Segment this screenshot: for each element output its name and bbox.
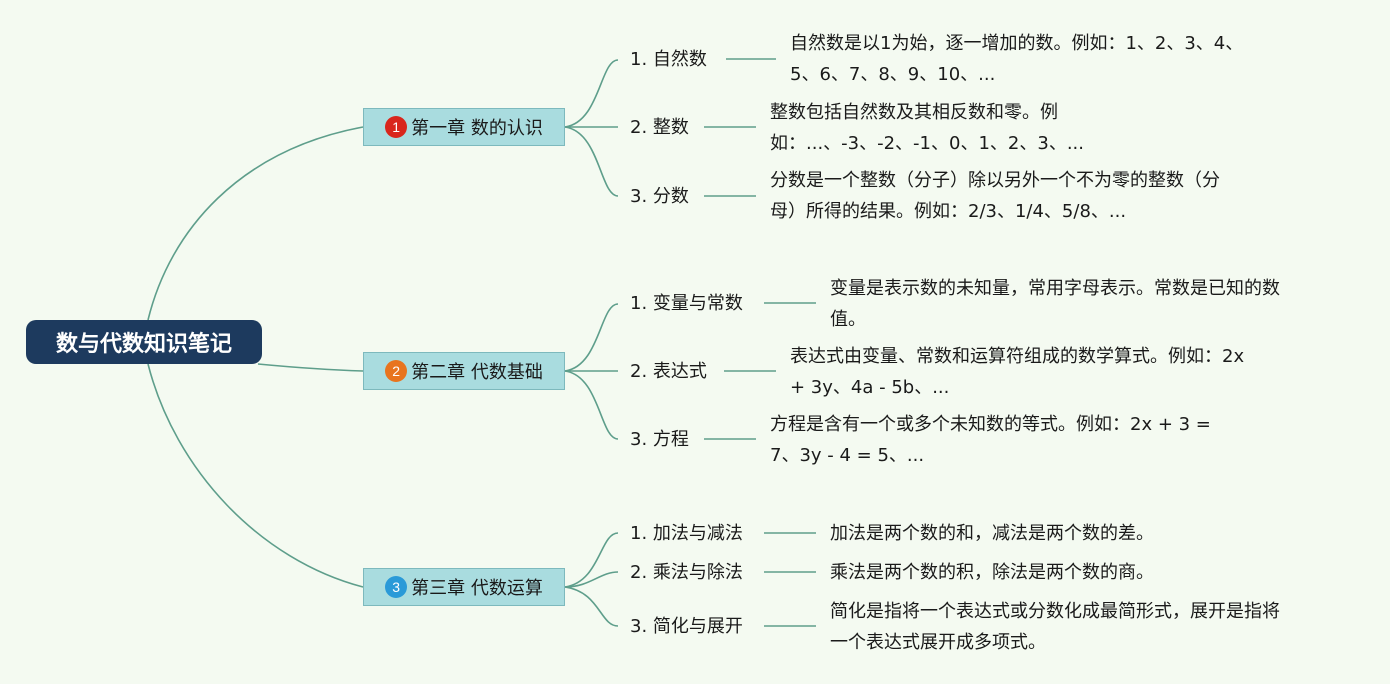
desc-line: 自然数是以1为始，逐一增加的数。例如：1、2、3、4、 (790, 33, 1244, 54)
chapter-1-topic-3-desc: 分数是一个整数（分子）除以另外一个不为零的整数（分 母）所得的结果。例如：2/3… (770, 165, 1220, 227)
desc-line: + 3y、4a - 5b、... (790, 377, 950, 398)
chapter-3-topic-3-desc: 简化是指将一个表达式或分数化成最简形式，展开是指将 一个表达式展开成多项式。 (830, 596, 1280, 658)
desc-line: 母）所得的结果。例如：2/3、1/4、5/8、... (770, 201, 1127, 222)
chapter-3-topic-3[interactable]: 3. 简化与展开 (630, 616, 743, 637)
chapter-2-topic-2-desc: 表达式由变量、常数和运算符组成的数学算式。例如：2x + 3y、4a - 5b、… (790, 341, 1244, 403)
chapter-1-node[interactable]: 1 第一章 数的认识 (363, 108, 565, 146)
connector-ch1-topic-3 (564, 126, 619, 197)
desc-line: 简化是指将一个表达式或分数化成最简形式，展开是指将 (830, 601, 1280, 622)
connector-ch3-topic-2 (564, 571, 619, 588)
desc-line: 整数包括自然数及其相反数和零。例 (770, 102, 1058, 123)
chapter-3-topic-2[interactable]: 2. 乘法与除法 (630, 562, 743, 583)
connector-root-chapter-1 (147, 126, 364, 321)
chapter-1-topic-1[interactable]: 1. 自然数 (630, 49, 707, 70)
chapter-3-badge: 3 (385, 576, 408, 598)
desc-line: 一个表达式展开成多项式。 (830, 632, 1046, 653)
chapter-3-node[interactable]: 3 第三章 代数运算 (363, 568, 565, 606)
chapter-3-topic-1-desc: 加法是两个数的和，减法是两个数的差。 (830, 518, 1154, 549)
desc-line: 分数是一个整数（分子）除以另外一个不为零的整数（分 (770, 170, 1220, 191)
chapter-1-topic-3[interactable]: 3. 分数 (630, 186, 689, 207)
connector-ch3-topic-1 (564, 532, 619, 588)
chapter-1-badge: 1 (385, 116, 408, 138)
desc-line: 7、3y - 4 = 5、... (770, 445, 925, 466)
chapter-2-topic-3-desc: 方程是含有一个或多个未知数的等式。例如：2x + 3 = 7、3y - 4 = … (770, 409, 1211, 471)
chapter-1-title: 第一章 数的认识 (411, 118, 543, 139)
chapter-3-topic-2-desc: 乘法是两个数的积，除法是两个数的商。 (830, 557, 1154, 588)
chapter-2-node[interactable]: 2 第二章 代数基础 (363, 352, 565, 390)
desc-line: 乘法是两个数的积，除法是两个数的商。 (830, 562, 1154, 583)
chapter-2-badge: 2 (385, 360, 408, 382)
connector-ch2-topic-1 (564, 303, 619, 372)
desc-line: 5、6、7、8、9、10、... (790, 64, 996, 85)
desc-line: 变量是表示数的未知量，常用字母表示。常数是已知的数 (830, 278, 1280, 299)
chapter-2-topic-1[interactable]: 1. 变量与常数 (630, 293, 743, 314)
desc-line: 方程是含有一个或多个未知数的等式。例如：2x + 3 = (770, 414, 1211, 435)
connector-root-chapter-2 (257, 363, 364, 372)
chapter-3-topic-1[interactable]: 1. 加法与减法 (630, 523, 743, 544)
chapter-2-topic-1-desc: 变量是表示数的未知量，常用字母表示。常数是已知的数 值。 (830, 273, 1280, 335)
connector-ch1-topic-1 (564, 59, 619, 128)
desc-line: 表达式由变量、常数和运算符组成的数学算式。例如：2x (790, 346, 1245, 367)
desc-line: 加法是两个数的和，减法是两个数的差。 (830, 523, 1154, 544)
connector-ch2-topic-3 (564, 370, 619, 440)
chapter-3-title: 第三章 代数运算 (411, 578, 543, 599)
root-title: 数与代数知识笔记 (55, 332, 232, 357)
chapter-2-title: 第二章 代数基础 (411, 362, 543, 383)
chapter-1-topic-1-desc: 自然数是以1为始，逐一增加的数。例如：1、2、3、4、 5、6、7、8、9、10… (790, 28, 1243, 90)
connector-ch3-topic-3 (564, 586, 619, 627)
root-node[interactable]: 数与代数知识笔记 (26, 320, 262, 364)
desc-line: 如：...、-3、-2、-1、0、1、2、3、... (770, 133, 1084, 154)
chapter-1-topic-2[interactable]: 2. 整数 (630, 117, 689, 138)
connector-root-chapter-3 (147, 363, 364, 588)
chapter-2-topic-3[interactable]: 3. 方程 (630, 429, 689, 450)
chapter-1-topic-2-desc: 整数包括自然数及其相反数和零。例 如：...、-3、-2、-1、0、1、2、3、… (770, 97, 1084, 159)
desc-line: 值。 (830, 309, 866, 330)
chapter-2-topic-2[interactable]: 2. 表达式 (630, 361, 707, 382)
